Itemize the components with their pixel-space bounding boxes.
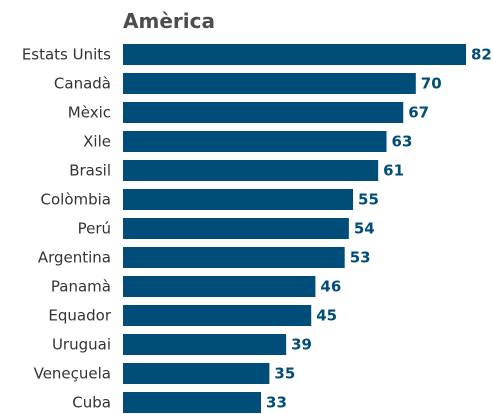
value-label: 39 [291, 336, 312, 354]
value-label: 35 [274, 365, 295, 383]
value-label: 45 [316, 307, 337, 325]
category-label: Panamà [51, 278, 111, 296]
bar [123, 160, 379, 181]
category-label: Estats Units [22, 46, 111, 64]
bar [123, 247, 345, 268]
category-label: Cuba [72, 394, 111, 412]
bar [123, 334, 287, 355]
category-label: Uruguai [52, 336, 111, 354]
bar [123, 218, 349, 239]
category-label: Equador [48, 307, 111, 325]
value-label: 67 [408, 104, 429, 122]
value-label: 61 [383, 162, 404, 180]
value-label: 70 [421, 75, 442, 93]
category-label: Perú [78, 220, 111, 238]
category-label: Brasil [69, 162, 111, 180]
bar [123, 44, 466, 65]
value-label: 33 [266, 394, 287, 412]
category-label: Xile [83, 133, 111, 151]
bar [123, 363, 270, 384]
value-label: 55 [358, 191, 379, 209]
bar [123, 73, 416, 94]
category-label: Canadà [54, 75, 111, 93]
value-label: 54 [354, 220, 375, 238]
bar [123, 131, 387, 152]
category-label: Veneçuela [34, 365, 111, 383]
chart-title: Amèrica [123, 9, 215, 33]
bar [123, 189, 354, 210]
bar [123, 276, 316, 297]
category-label: Argentina [38, 249, 111, 267]
value-label: 53 [350, 249, 371, 267]
value-label: 63 [392, 133, 413, 151]
bar [123, 102, 404, 123]
category-label: Colòmbia [41, 191, 112, 209]
bar [123, 305, 312, 326]
bar [123, 392, 262, 413]
value-label: 82 [471, 46, 492, 64]
value-label: 46 [320, 278, 341, 296]
category-label: Mèxic [68, 104, 111, 122]
